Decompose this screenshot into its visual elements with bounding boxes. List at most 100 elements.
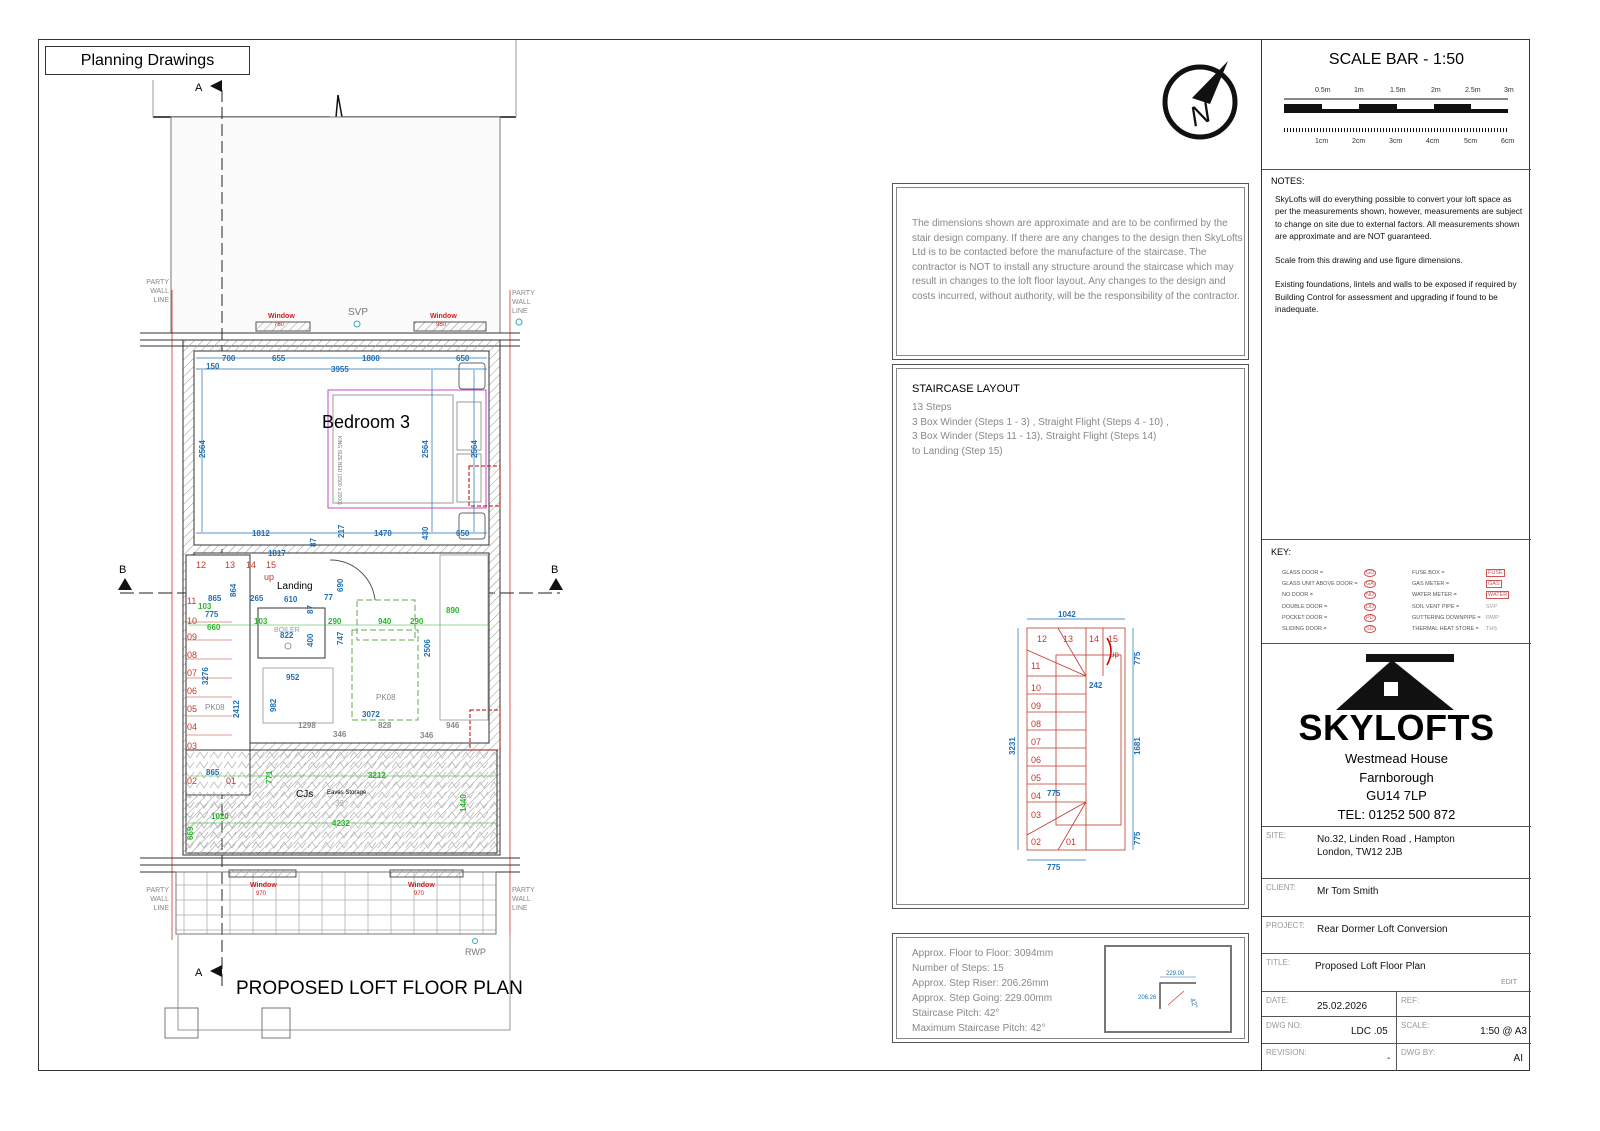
- stair-disclaimer-panel: The dimensions shown are approximate and…: [892, 183, 1249, 360]
- pillow: [456, 401, 482, 451]
- key-item: POCKET DOOR =PD: [1282, 613, 1376, 624]
- stair-up-arrow-icon: [1106, 637, 1112, 666]
- key-label: FUSE BOX =: [1412, 570, 1445, 576]
- wardrobe: [262, 667, 334, 724]
- key-label: GLASS DOOR =: [1282, 570, 1324, 576]
- company-address-line: Westmead House: [1344, 751, 1449, 766]
- edit-link[interactable]: EDIT: [1501, 979, 1517, 986]
- boiler-label: BOILER: [274, 627, 300, 634]
- spec-line: Approx. Floor to Floor: 3094mm: [912, 948, 1054, 959]
- spec-line: Approx. Step Riser: 206.26mm: [912, 978, 1049, 989]
- dimension: 660: [207, 623, 221, 632]
- stair-step: 02: [1031, 837, 1041, 847]
- king-size-bed: [327, 389, 487, 509]
- dimension: 2564: [198, 440, 207, 458]
- key-label: NO DOOR =: [1282, 592, 1314, 599]
- dimension: 650: [456, 529, 470, 538]
- key-symbol: SVP: [1486, 603, 1498, 610]
- stair-step: 09: [187, 632, 197, 642]
- site-address-line: London, TW12 2JB: [1317, 847, 1403, 858]
- bedside-table: [458, 512, 486, 540]
- spec-line: Approx. Step Going: 229.00mm: [912, 993, 1053, 1004]
- stair-step: 06: [187, 686, 197, 696]
- door-swing: [329, 559, 376, 601]
- ground-feature: [261, 1007, 291, 1039]
- pitch-angle: 42°: [1188, 997, 1199, 1010]
- rwp-label: RWP: [465, 947, 486, 957]
- dimension: 290: [410, 617, 424, 626]
- dimension: 87: [306, 605, 315, 614]
- floor-plan: A A B B Window 760 Window 950 SVP KING S…: [118, 40, 563, 1039]
- stair-step: 11: [187, 596, 196, 606]
- dimension: 3212: [368, 771, 386, 780]
- stair-specs-list: Approx. Floor to Floor: 3094mm Number of…: [912, 946, 1053, 1036]
- stair-step: 03: [187, 741, 197, 751]
- scale-tick: 3cm: [1389, 138, 1402, 145]
- north-label: N: [1185, 96, 1215, 132]
- key-item: WATER METER =WATER: [1412, 590, 1510, 601]
- scale-tick: 2cm: [1352, 138, 1365, 145]
- party-wall-label-right: PARTY WALL LINE: [512, 290, 535, 315]
- stair-up-label: up: [1110, 650, 1119, 659]
- dimension: 430: [421, 526, 430, 540]
- stair-step: 15: [266, 560, 276, 570]
- title-value: Proposed Loft Floor Plan: [1315, 961, 1426, 972]
- site-label: SITE:: [1266, 831, 1287, 840]
- meter-marker: [469, 709, 501, 751]
- key-symbol: WATER: [1486, 591, 1510, 600]
- dimension: 771: [265, 770, 274, 784]
- window-950: [413, 321, 487, 332]
- dimension: 828: [378, 721, 392, 730]
- spec-line: Number of Steps: 15: [912, 963, 1004, 974]
- section-label-b-right: B: [551, 564, 558, 576]
- header-title: Planning Drawings: [80, 52, 215, 69]
- stair-step: 10: [1031, 683, 1041, 693]
- stair-step: 15: [1108, 634, 1118, 644]
- spec-line: Maximum Staircase Pitch: 42°: [912, 1023, 1046, 1034]
- dimension: 775: [1133, 651, 1142, 665]
- company-address-line: Farnborough: [1359, 769, 1434, 785]
- dimension: 610: [284, 595, 298, 604]
- stair-step: 10: [187, 616, 197, 626]
- section-label-b-left: B: [119, 564, 126, 576]
- dimension: 3955: [331, 365, 349, 374]
- client-value: Mr Tom Smith: [1317, 886, 1379, 897]
- key-symbol: SD: [1364, 625, 1376, 634]
- stair-step: 05: [187, 704, 197, 714]
- scale-tick: 6cm: [1501, 138, 1514, 145]
- notes-heading: NOTES:: [1271, 176, 1305, 186]
- project-value: Rear Dormer Loft Conversion: [1317, 924, 1448, 935]
- section-arrow-a-top: [210, 80, 222, 92]
- party-wall-label-left-bottom: PARTY WALL LINE: [146, 887, 169, 912]
- rear-garden-area: [170, 116, 501, 334]
- riser-dimension: 206.26: [1138, 995, 1157, 1001]
- window-label: Window: [408, 882, 435, 889]
- stair-step: 08: [1031, 719, 1041, 729]
- key-symbol: FUSE: [1486, 569, 1505, 577]
- scale-tick: 4cm: [1426, 138, 1439, 145]
- scale-tick: 3m: [1504, 87, 1514, 94]
- dimension: 890: [446, 606, 460, 615]
- client-row: CLIENT: Mr Tom Smith: [1262, 879, 1531, 917]
- boiler-cupboard: [257, 607, 326, 659]
- dimension: 1020: [211, 812, 229, 821]
- plan-title: PROPOSED LOFT FLOOR PLAN: [236, 978, 523, 999]
- notes-section: NOTES: SkyLofts will do everything possi…: [1262, 170, 1531, 540]
- dimension: 3072: [362, 710, 380, 719]
- key-label: THERMAL HEAT STORE =: [1412, 626, 1479, 633]
- wardrobe: [439, 554, 489, 721]
- pitch-diagram-box: 229.00 206.26 42°: [1104, 945, 1232, 1033]
- section-label-a-top: A: [195, 82, 203, 94]
- dimension: 775: [1047, 863, 1061, 872]
- party-wall-label-right-bottom: PARTY WALL LINE: [512, 887, 535, 912]
- scale-tick: 2.5m: [1465, 87, 1481, 94]
- dimension: 1470: [374, 529, 392, 538]
- key-section: KEY: GLASS DOOR =GD GLASS UNIT ABOVE DOO…: [1262, 540, 1531, 644]
- window-970: [389, 869, 464, 878]
- stair-step: 03: [1031, 810, 1041, 820]
- spec-line: Staircase Pitch: 42°: [912, 1008, 1000, 1019]
- scale-bar: 0.5m 1m 1.5m 2m 2.5m 3m 1cm 2cm 3cm 4cm …: [1284, 87, 1514, 145]
- stair-disclaimer-text: The dimensions shown are approximate and…: [912, 218, 1243, 302]
- dimension: 150: [206, 362, 220, 371]
